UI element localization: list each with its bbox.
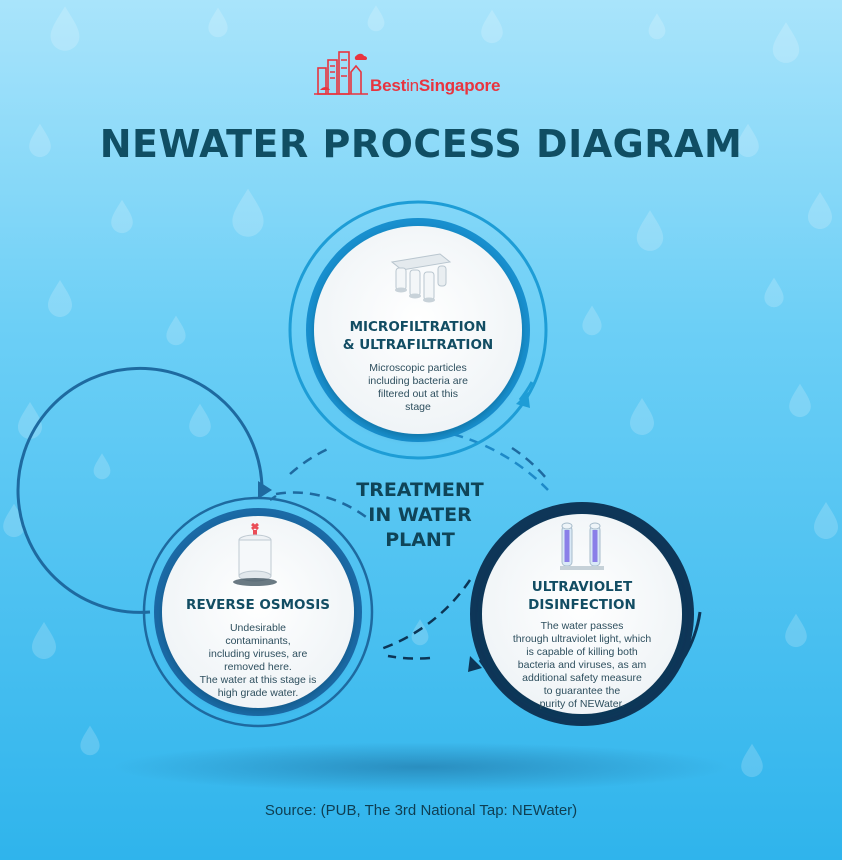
- reverse-osmosis-rings: [16, 366, 374, 728]
- uv-lamp-icon: [560, 522, 604, 570]
- step-reverse-osmosis: REVERSE OSMOSIS Undesirable contaminants…: [170, 596, 346, 700]
- brand-name: BestinSingapore: [370, 76, 500, 96]
- arc-uv-to-osmosis: [377, 579, 472, 652]
- ground-shadow: [110, 742, 732, 792]
- step-microfiltration: MICROFILTRATION & ULTRAFILTRATION Micros…: [324, 318, 512, 414]
- step-title: ULTRAVIOLET DISINFECTION: [528, 579, 636, 613]
- step-description: The water passes through ultraviolet lig…: [512, 620, 652, 710]
- step-description: Undesirable contaminants, including viru…: [199, 622, 317, 699]
- step-title: MICROFILTRATION & ULTRAFILTRATION: [342, 319, 494, 353]
- brand-logo: BestinSingapore: [312, 46, 552, 106]
- step-title: REVERSE OSMOSIS: [186, 597, 330, 613]
- brand-name-in: in: [406, 76, 419, 95]
- source-note: Source: (PUB, The 3rd National Tap: NEWa…: [264, 802, 578, 819]
- brand-name-best: Best: [370, 76, 407, 95]
- arc-microfiltration-to-uv: [419, 426, 549, 491]
- osmosis-tank-icon: [233, 522, 277, 586]
- page-title: NEWATER PROCESS DIAGRAM: [99, 122, 743, 166]
- city-skyline-icon: [314, 51, 368, 95]
- filter-columns-icon: [390, 253, 452, 303]
- uv-disinfection-rings: [468, 502, 702, 726]
- microfiltration-rings: [288, 200, 548, 460]
- center-label: TREATMENT IN WATER PLANT: [356, 479, 484, 551]
- step-uv-disinfection: ULTRAVIOLET DISINFECTION The water passe…: [488, 578, 676, 711]
- brand-name-singapore: Singapore: [418, 76, 501, 95]
- arc-osmosis-to-microfiltration: [275, 491, 371, 521]
- step-description: Microscopic particles including bacteria…: [368, 362, 468, 413]
